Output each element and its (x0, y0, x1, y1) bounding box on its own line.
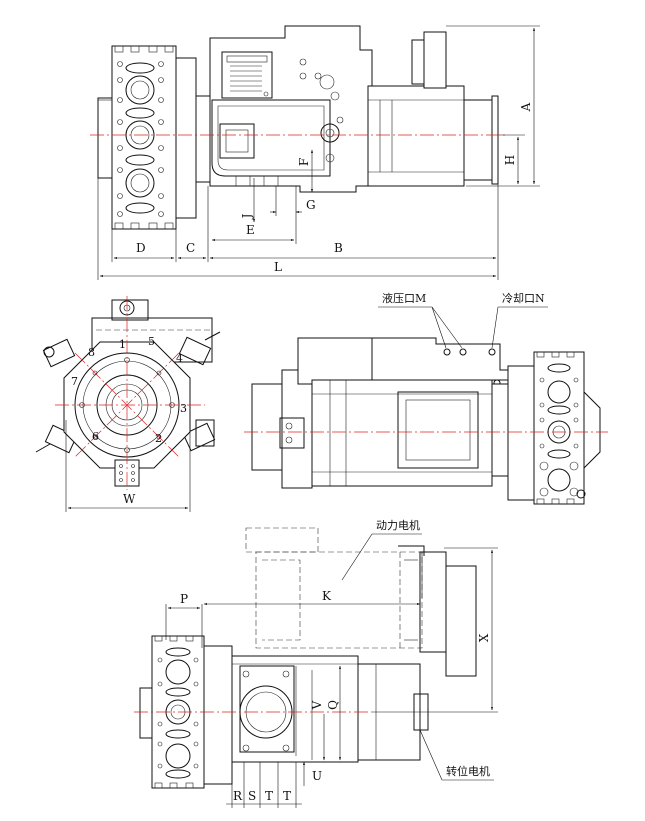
motor-top (367, 31, 499, 187)
svg-text:转位电机: 转位电机 (446, 764, 490, 778)
dim-Q: Q (326, 665, 342, 761)
dim-T-2: T (283, 789, 291, 803)
dim-K: K (203, 552, 423, 606)
dim-H: H (500, 134, 525, 185)
turret-disk-top (97, 45, 177, 230)
station-number-4: 4 (176, 352, 183, 365)
callout-hydraulic-port: 液压口M (378, 291, 463, 349)
bottom-view: P K X V Q U (134, 518, 498, 808)
dim-V: V (310, 700, 326, 761)
dim-W: W (65, 420, 191, 512)
dim-S: S (248, 789, 256, 803)
top-view: A H F G J E (90, 25, 540, 280)
callout-coolant-port: 冷却口N (491, 292, 548, 349)
power-motor (245, 527, 477, 677)
dim-chain-RSTT: R S T T (226, 762, 302, 808)
station-number-8: 8 (88, 346, 95, 359)
dim-D: D (136, 241, 146, 255)
svg-text:U: U (312, 769, 322, 783)
station-number-5: 5 (148, 335, 155, 348)
station-number-7: 7 (71, 375, 78, 388)
dim-C: C (186, 241, 195, 255)
dim-J: J (240, 178, 256, 223)
dim-L: L (99, 260, 497, 278)
svg-text:G: G (306, 198, 316, 212)
svg-text:K: K (322, 589, 332, 603)
callout-indexing-motor: 转位电机 (419, 729, 494, 781)
svg-text:P: P (180, 592, 188, 606)
svg-text:A: A (519, 102, 533, 112)
front-view: 1 2 3 4 5 6 7 8 W (35, 296, 221, 512)
dim-F: F (297, 149, 314, 193)
dim-G: G (270, 186, 316, 216)
station-number-2: 2 (155, 432, 162, 445)
dim-chain-DCB: D C B (97, 178, 499, 280)
svg-text:E: E (246, 223, 255, 237)
svg-text:冷却口N: 冷却口N (502, 292, 545, 305)
dim-U: U (300, 761, 340, 786)
svg-text:J: J (240, 213, 254, 220)
svg-text:X: X (477, 633, 491, 642)
station-number-3: 3 (180, 402, 187, 415)
svg-text:L: L (274, 260, 282, 274)
svg-text:W: W (123, 492, 136, 506)
svg-text:V: V (310, 700, 324, 710)
svg-text:F: F (297, 158, 311, 166)
callout-power-motor: 动力电机 (341, 518, 422, 581)
dim-A: A (446, 25, 540, 187)
svg-text:Q: Q (326, 700, 340, 710)
dim-X: X (372, 547, 498, 713)
station-number-6: 6 (92, 430, 99, 443)
svg-text:H: H (503, 155, 517, 165)
dim-R: R (233, 789, 243, 803)
dim-B: B (334, 241, 343, 255)
svg-text:动力电机: 动力电机 (376, 518, 420, 532)
side-view: 液压口M 冷却口N (244, 291, 608, 505)
station-number-1: 1 (119, 338, 126, 351)
flange-top (175, 57, 197, 219)
svg-text:液压口M: 液压口M (382, 291, 426, 305)
dim-E: E (211, 216, 297, 244)
dim-T-1: T (265, 789, 273, 803)
dim-P: P (165, 592, 203, 648)
